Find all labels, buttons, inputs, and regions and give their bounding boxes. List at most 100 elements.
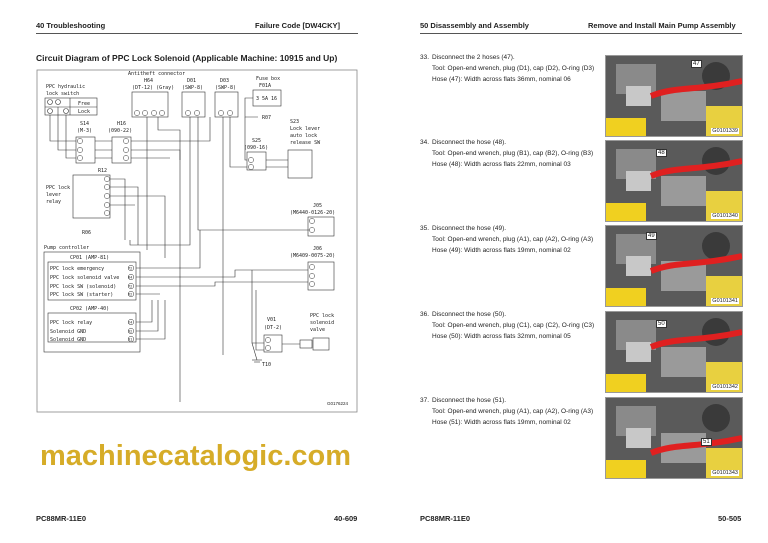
cp02-row: Solenoid GND xyxy=(50,329,86,335)
step-line: Disconnect the hose (49). xyxy=(432,225,507,232)
valve-label-1: PPC lock xyxy=(310,313,334,319)
s25-label: S25 xyxy=(252,138,261,144)
step-34: 34.Disconnect the hose (48). Tool: Open-e… xyxy=(420,137,600,170)
photo-id: G0101343 xyxy=(711,470,739,476)
step-line: Disconnect the hose (50). xyxy=(432,311,507,318)
cp01-row: PPC lock SW (solenoid) xyxy=(50,284,116,290)
j05-label: J05 xyxy=(313,203,322,209)
step-line: Tool: Open-end wrench, plug (A1), cap (A… xyxy=(432,236,594,243)
cp02-pin: 31 xyxy=(128,338,132,342)
d01-label: D01 xyxy=(187,78,196,84)
photo-id: G0101342 xyxy=(711,384,739,390)
s14-label: S14 xyxy=(80,121,89,127)
cp02-pin: 32 xyxy=(128,330,132,334)
h16-type: (090-22) xyxy=(108,128,132,134)
j06-type: (M6409-0075-20) xyxy=(290,253,335,259)
v01-type: (DT-2) xyxy=(264,325,282,331)
part-callout: 50 xyxy=(656,320,667,328)
ppc-switch-label-2: lock switch xyxy=(46,91,79,97)
cp01-row: PPC lock SW (starter) xyxy=(50,292,113,298)
relay-label-1: PPC lock xyxy=(46,185,70,191)
r06-label: R06 xyxy=(82,230,91,236)
part-callout: 51 xyxy=(701,438,712,446)
relay-label-3: relay xyxy=(46,199,61,205)
cp01-pin: 62 xyxy=(128,293,132,297)
r12-label: R12 xyxy=(98,168,107,174)
s14-type: (M-3) xyxy=(77,128,92,134)
left-footer-model: PC88MR-11E0 xyxy=(36,514,87,523)
s23-desc-3: release SW xyxy=(290,140,321,146)
step-number: 35. xyxy=(420,225,430,232)
s23-desc-2: auto lock xyxy=(290,133,317,139)
v01-label: V01 xyxy=(267,317,276,323)
right-footer-model: PC88MR-11E0 xyxy=(420,514,471,523)
step-line: Tool: Open-end wrench, plug (B1), cap (B… xyxy=(432,150,594,157)
j05-type: (M6440-0126-20) xyxy=(290,210,335,216)
step-35: 35.Disconnect the hose (49). Tool: Open-e… xyxy=(420,223,600,256)
photo-id: G0101341 xyxy=(711,298,739,304)
free-label: Free xyxy=(78,101,90,107)
cp02-pin: 24 xyxy=(128,321,132,325)
left-header-rule xyxy=(36,33,358,34)
page-title: Circuit Diagram of PPC Lock Solenoid (Ap… xyxy=(36,53,338,63)
left-footer-page: 40-609 xyxy=(334,514,358,523)
circuit-diagram: Antitheft connector H64 (DT-12) (Gray) D… xyxy=(36,69,358,413)
left-header-section: 40 Troubleshooting xyxy=(36,21,106,30)
fuse-id: F01A xyxy=(259,83,271,89)
step-line: Hose (50): Width across flats 32mm, nomi… xyxy=(432,333,571,340)
relay-label-2: lever xyxy=(46,192,61,198)
step-line: Hose (47): Width across flats 36mm, nomi… xyxy=(432,76,571,83)
j06-label: J06 xyxy=(313,246,322,252)
right-footer-page: 50-505 xyxy=(718,514,742,523)
step-line: Disconnect the 2 hoses (47). xyxy=(432,54,515,61)
step-number: 36. xyxy=(420,311,430,318)
right-header-title: Remove and Install Main Pump Assembly xyxy=(588,21,736,30)
valve-label-2: solenoid xyxy=(310,320,334,326)
step-number: 34. xyxy=(420,139,430,146)
cp01-label: CP01 (AMP-81) xyxy=(70,255,109,261)
step-line: Tool: Open-end wrench, plug (A1), cap (A… xyxy=(432,408,594,415)
step-line: Disconnect the hose (48). xyxy=(432,139,507,146)
photo-id: G0101339 xyxy=(711,128,739,134)
r07-label: R07 xyxy=(262,115,271,121)
h64-label: H64 xyxy=(144,78,153,84)
fuse-pins: 3 5A 16 xyxy=(256,96,277,102)
step-line: Hose (49): Width across flats 19mm, nomi… xyxy=(432,247,571,254)
h64-type: (DT-12) (Gray) xyxy=(132,85,174,91)
step-line: Tool: Open-end wrench, plug (D1), cap (D… xyxy=(432,65,595,72)
photo-id: G0101340 xyxy=(711,213,739,219)
s25-type: (090-16) xyxy=(244,145,268,151)
step-33: 33.Disconnect the 2 hoses (47). Tool: Ope… xyxy=(420,52,600,85)
h16-label: H16 xyxy=(117,121,126,127)
right-header-section: 50 Disassembly and Assembly xyxy=(420,21,529,30)
antitheft-label: Antitheft connector xyxy=(128,71,185,77)
d01-type: (SWP-8) xyxy=(182,85,203,91)
t10-ground-label: T10 xyxy=(262,362,271,368)
cp01-pin: 84 xyxy=(128,276,132,280)
cp02-label: CP02 (AMP-40) xyxy=(70,306,109,312)
part-callout: 49 xyxy=(646,232,657,240)
part-callout: 47 xyxy=(691,60,702,68)
step-line: Hose (51): Width across flats 19mm, nomi… xyxy=(432,419,571,426)
pump-controller-label: Pump controller xyxy=(44,245,89,251)
valve-label-3: valve xyxy=(310,327,325,333)
left-header-failure-code: Failure Code [DW4CKY] xyxy=(255,21,341,30)
step-number: 33. xyxy=(420,54,430,61)
cp02-row: Solenoid GND xyxy=(50,337,86,343)
part-callout: 48 xyxy=(656,149,667,157)
step-number: 37. xyxy=(420,397,430,404)
right-header-rule xyxy=(420,33,742,34)
cp01-pin: 72 xyxy=(128,267,132,271)
step-line: Disconnect the hose (51). xyxy=(432,397,507,404)
cp01-row: PPC lock emergency xyxy=(50,266,104,272)
ppc-switch-label: PPC hydraulic xyxy=(46,84,85,90)
s23-desc-1: Lock lever xyxy=(290,126,320,132)
d03-type: (SWP-8) xyxy=(215,85,236,91)
step-line: Hose (48): Width across flats 22mm, nomi… xyxy=(432,161,571,168)
fuse-box-label: Fuse box xyxy=(256,76,280,82)
